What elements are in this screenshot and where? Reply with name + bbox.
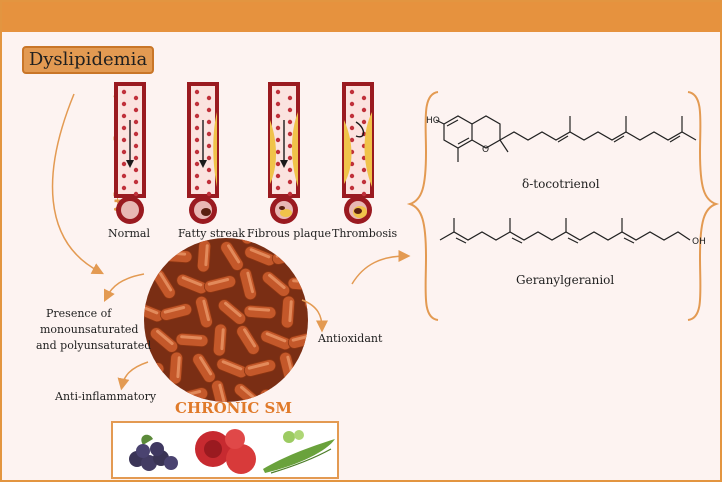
stage-label-normal: Normal (108, 227, 151, 240)
capsule-23 (195, 295, 213, 329)
stage-label-fatty-streak: Fatty streak (178, 227, 246, 240)
capsule-18 (239, 267, 257, 301)
capsule-24 (217, 299, 247, 325)
molecule-label-tocotrienol: δ-tocotrienol (522, 177, 600, 191)
vessel-fatty-streak (187, 82, 219, 224)
capsule-19 (261, 271, 291, 297)
capsule-31 (212, 323, 228, 357)
okra-icon (263, 430, 335, 474)
capsule-10 (220, 241, 244, 271)
red-fruit-icon (195, 429, 256, 474)
stage-label-fibrous-plaque: Fibrous plaque (247, 227, 332, 240)
stage-label-thrombosis: Thrombosis (332, 227, 398, 240)
capsule-16 (176, 273, 208, 295)
molecule-label-geranylgeraniol: Geranylgeraniol (516, 273, 615, 287)
capsule-9 (196, 239, 212, 273)
vessel-fibrous-plaque (268, 82, 300, 224)
property-unsaturated-line3: and polyunsaturated (36, 339, 152, 352)
fruit-panel (111, 421, 339, 479)
capsule-26 (280, 295, 296, 329)
berries-icon (129, 434, 178, 471)
capsule-36 (168, 351, 184, 385)
capsule-32 (236, 325, 260, 355)
property-anti-inflammatory: Anti-inflammatory (55, 390, 157, 403)
hydroxyl-atom: HO (426, 116, 440, 126)
chronic-sm-label: CHRONIC SM (175, 399, 292, 417)
capsule-30 (175, 332, 209, 348)
capsule-25 (243, 304, 277, 320)
capsule-37 (192, 353, 216, 383)
capsule-4 (240, 238, 256, 245)
dyslipidemia-label: Dyslipidemia (22, 46, 154, 74)
terminal-oh-atom: OH (692, 237, 706, 247)
capsule-22 (159, 303, 193, 321)
top-banner (2, 2, 720, 32)
property-antioxidant: Antioxidant (318, 332, 383, 345)
vessel-thrombosis (342, 82, 374, 224)
ring-oxygen-atom: O (482, 145, 489, 155)
property-unsaturated-line2: monounsaturated (40, 323, 139, 336)
fruit-illustration (129, 429, 335, 474)
property-unsaturated-line1: Presence of (46, 307, 112, 320)
vessel-normal (114, 82, 146, 224)
capsule-45 (211, 379, 229, 402)
capsule-29 (149, 327, 179, 353)
capsule-17 (203, 275, 237, 293)
capsule-39 (243, 359, 277, 377)
